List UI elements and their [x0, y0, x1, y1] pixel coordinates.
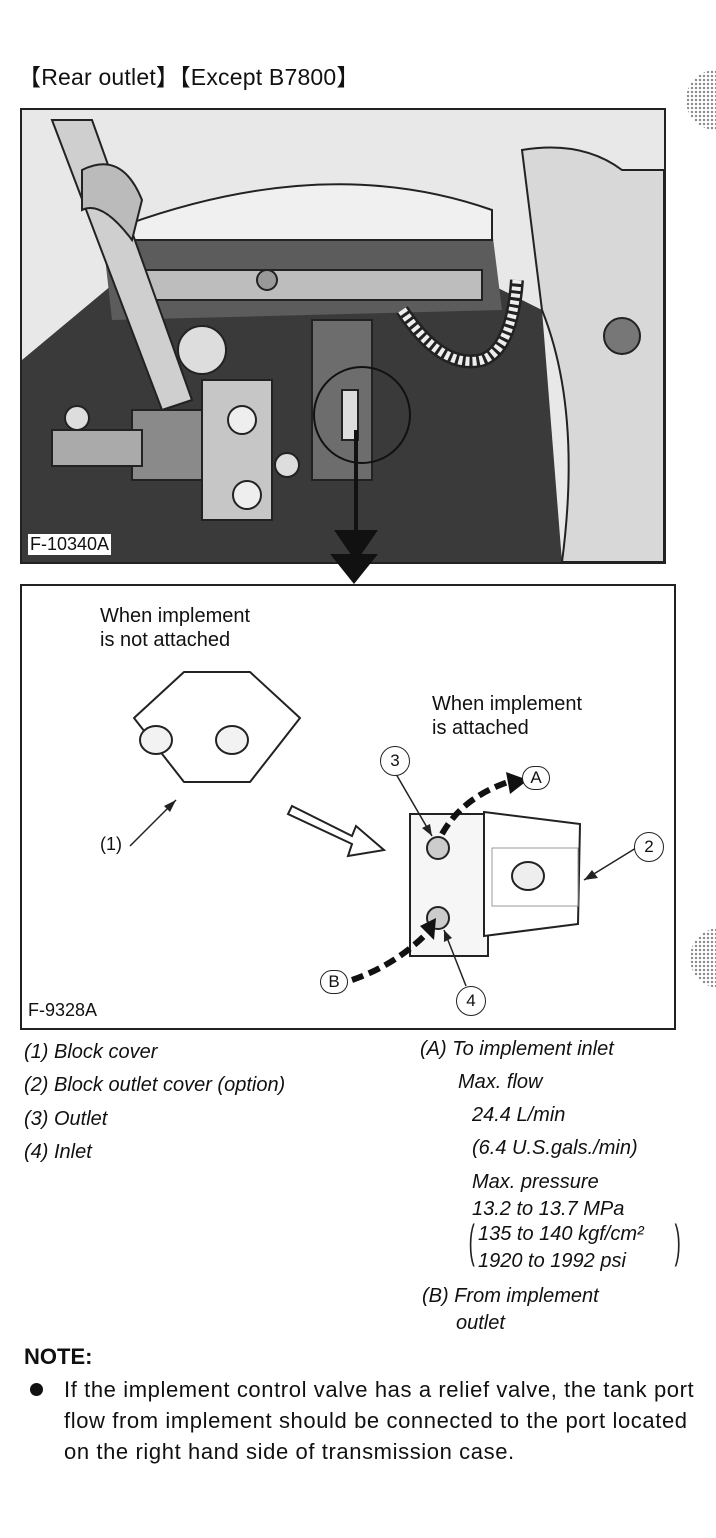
left-paren: ( [468, 1215, 475, 1267]
block-outlet-drawing [409, 810, 582, 957]
caption-inlet: (4) Inlet [24, 1141, 92, 1163]
caption-flow-gal: (6.4 U.S.gals./min) [472, 1137, 638, 1159]
caption-b-title-2: outlet [456, 1312, 505, 1334]
callout-1: (1) [100, 834, 123, 854]
tractor-rear-photo [22, 110, 664, 562]
caption-pressure-mpa: 13.2 to 13.7 MPa [472, 1198, 625, 1220]
caption-flow-lmin: 24.4 L/min [472, 1104, 566, 1126]
page-edge-dots-bottom [690, 928, 716, 988]
caption-outlet: (3) Outlet [24, 1108, 108, 1130]
right-paren: ) [674, 1215, 681, 1267]
section-heading: 【Rear outlet】【Except B7800】 [18, 64, 360, 90]
callout-2: 2 [634, 832, 664, 862]
callout-a: A [522, 766, 550, 790]
callout-4: 4 [456, 986, 486, 1016]
note-body: If the implement control valve has a rel… [64, 1377, 695, 1464]
caption-b-title: (B) From implement [422, 1285, 599, 1307]
bullet-icon [30, 1383, 43, 1396]
diagram-figure: When implement is not attached When impl… [20, 584, 676, 1030]
down-arrow-icon [330, 554, 378, 584]
caption-pressure-psi: 1920 to 1992 psi [478, 1250, 626, 1272]
photo-figure-label: F-10340A [28, 534, 112, 555]
attached-label-2: is attached [432, 717, 529, 739]
caption-block-outlet-cover: (2) Block outlet cover (option) [24, 1074, 286, 1096]
photo-figure: F-10340A [20, 108, 666, 564]
diagram-figure-label: F-9328A [26, 1000, 100, 1021]
callout-b: B [320, 970, 348, 994]
not-attached-label-1: When implement [100, 605, 251, 627]
caption-max-pressure: Max. pressure [472, 1171, 599, 1193]
outlet-diagram [129, 671, 637, 987]
note-title: NOTE: [24, 1344, 93, 1369]
caption-pressure-kgf: 135 to 140 kgf/cm² [478, 1223, 644, 1245]
caption-max-flow: Max. flow [458, 1071, 543, 1093]
block-cover-drawing [133, 671, 301, 783]
not-attached-label-2: is not attached [100, 629, 231, 651]
attached-label-1: When implement [432, 693, 583, 715]
page-edge-dots-top [686, 70, 716, 130]
caption-block-cover: (1) Block cover [24, 1041, 158, 1063]
caption-a-title: (A) To implement inlet [420, 1038, 614, 1060]
callout-3: 3 [380, 746, 410, 776]
